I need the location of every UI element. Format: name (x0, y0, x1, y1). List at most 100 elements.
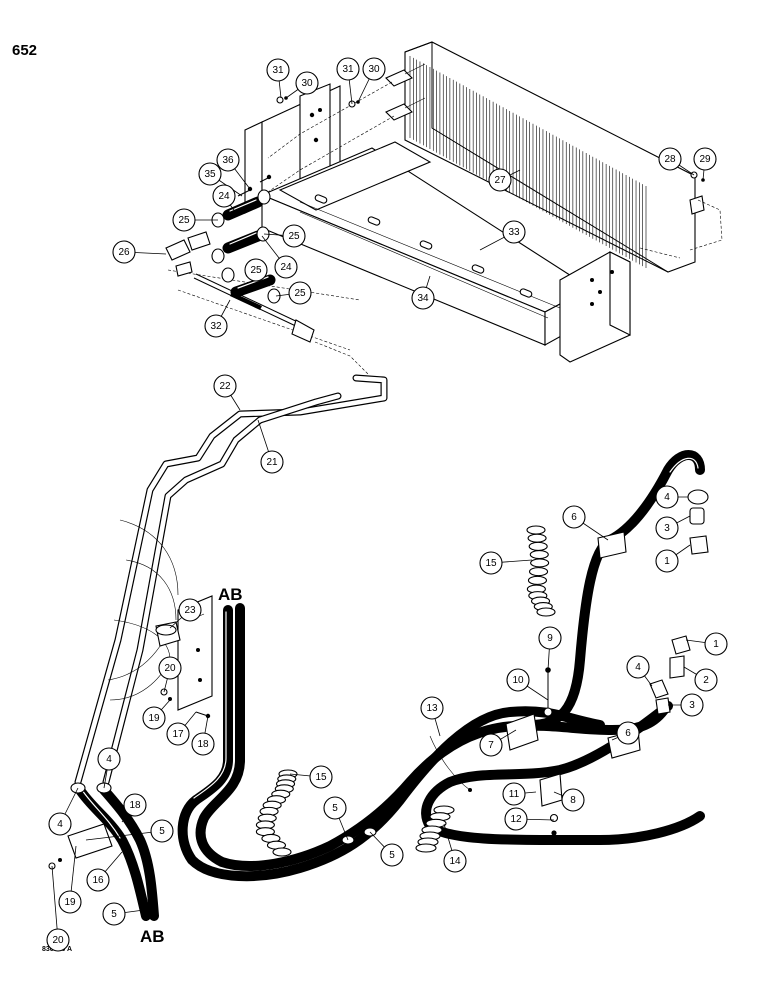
callout-4-lower-left-b[interactable]: 4 (48, 812, 72, 836)
callout-36[interactable]: 36 (216, 148, 240, 172)
callout-5-center-a[interactable]: 5 (323, 796, 347, 820)
callout-5-center-b[interactable]: 5 (380, 843, 404, 867)
callout-26[interactable]: 26 (112, 240, 136, 264)
callout-number: 24 (280, 262, 292, 273)
callout-9[interactable]: 9 (538, 626, 562, 650)
callout-35[interactable]: 35 (198, 162, 222, 186)
callout-25-left[interactable]: 25 (172, 208, 196, 232)
callout-top-left-31[interactable]: 31 (266, 58, 290, 82)
hose-b (195, 603, 669, 871)
hose-support-bracket (48, 823, 113, 870)
fitting-4b (649, 679, 669, 699)
callout-number: 21 (266, 457, 278, 468)
callout-number: 20 (52, 935, 64, 946)
callout-15-upper[interactable]: 15 (479, 551, 503, 575)
right-bracket (559, 251, 631, 363)
callout-14[interactable]: 14 (443, 849, 467, 873)
callout-15-lower[interactable]: 15 (309, 765, 333, 789)
callout-4-lower-left[interactable]: 4 (97, 747, 121, 771)
callout-1-upper-right[interactable]: 1 (655, 549, 679, 573)
hose-clamp (221, 267, 235, 283)
callout-top-mid-31[interactable]: 31 (336, 57, 360, 81)
callout-number: 1 (664, 556, 670, 567)
callout-top-left-30[interactable]: 30 (295, 71, 319, 95)
elbow-fitting (165, 239, 191, 261)
callout-4-mid-right[interactable]: 4 (626, 655, 650, 679)
washer (543, 707, 553, 717)
callout-6-lower[interactable]: 6 (616, 721, 640, 745)
callout-2[interactable]: 2 (694, 668, 718, 692)
callout-number: 13 (426, 703, 438, 714)
bracket-8 (539, 773, 563, 807)
callout-16[interactable]: 16 (86, 868, 110, 892)
callout-25-right-lower[interactable]: 25 (288, 281, 312, 305)
callout-28[interactable]: 28 (658, 147, 682, 171)
double-clamp (505, 713, 539, 751)
cooler-core (404, 41, 696, 273)
callout-number: 31 (272, 65, 284, 76)
callout-19-upper[interactable]: 19 (142, 706, 166, 730)
callout-29[interactable]: 29 (693, 147, 717, 171)
callout-number: 17 (172, 729, 184, 740)
callout-8[interactable]: 8 (561, 788, 585, 812)
callout-20-lower[interactable]: 20 (46, 928, 70, 952)
callout-22[interactable]: 22 (213, 374, 237, 398)
callout-number: 11 (509, 789, 520, 800)
callout-20-upper[interactable]: 20 (158, 656, 182, 680)
callout-33[interactable]: 33 (502, 220, 526, 244)
callout-18-upper[interactable]: 18 (191, 732, 215, 756)
callout-27[interactable]: 27 (488, 168, 512, 192)
slot (471, 264, 485, 274)
callout-5-left-lower[interactable]: 5 (102, 902, 126, 926)
callout-24-upper[interactable]: 24 (212, 184, 236, 208)
callout-21[interactable]: 21 (260, 450, 284, 474)
callout-top-mid-30[interactable]: 30 (362, 57, 386, 81)
callout-25-mid[interactable]: 25 (244, 258, 268, 282)
fitting-2 (669, 655, 685, 679)
callout-3-mid-right[interactable]: 3 (680, 693, 704, 717)
callout-number: 14 (449, 856, 461, 867)
cooler-inlet-fittings (385, 63, 705, 215)
fitting-3b (655, 697, 671, 715)
slot (367, 216, 381, 226)
callout-23[interactable]: 23 (178, 598, 202, 622)
callout-number: 36 (222, 155, 234, 166)
callout-34[interactable]: 34 (411, 286, 435, 310)
callout-number: 19 (64, 897, 76, 908)
callout-number: 23 (184, 605, 196, 616)
callout-17[interactable]: 17 (166, 722, 190, 746)
callout-25-right-upper[interactable]: 25 (282, 224, 306, 248)
callout-number: 12 (510, 814, 522, 825)
callout-number: 10 (512, 675, 524, 686)
callout-number: 24 (218, 191, 230, 202)
callout-32[interactable]: 32 (204, 314, 228, 338)
callout-6-upper[interactable]: 6 (562, 505, 586, 529)
tube-sleeve (230, 292, 262, 310)
page-number: 652 (12, 42, 38, 59)
callout-12[interactable]: 12 (504, 807, 528, 831)
spiral-coil (415, 843, 437, 853)
fitting-1b (671, 635, 691, 655)
hose-lower-right (421, 701, 705, 846)
callout-number: 4 (106, 754, 112, 765)
callout-24-lower[interactable]: 24 (274, 255, 298, 279)
callout-11[interactable]: 11 (502, 782, 526, 806)
spiral-wrap-short (415, 805, 455, 853)
callout-number: 7 (488, 740, 494, 751)
callout-1-mid-right[interactable]: 1 (704, 632, 728, 656)
callout-3-upper-right[interactable]: 3 (655, 516, 679, 540)
callout-19-lower[interactable]: 19 (58, 890, 82, 914)
slot (314, 194, 328, 204)
callout-number: 31 (342, 64, 354, 75)
callout-number: 20 (164, 663, 176, 674)
callout-number: 25 (178, 215, 190, 226)
cooler-hose-fittings (165, 96, 705, 343)
callout-7[interactable]: 7 (479, 733, 503, 757)
callout-13[interactable]: 13 (420, 696, 444, 720)
callout-5-left-upper[interactable]: 5 (150, 819, 174, 843)
callout-10[interactable]: 10 (506, 668, 530, 692)
callout-18-lower[interactable]: 18 (123, 793, 147, 817)
callout-number: 32 (210, 321, 222, 332)
callout-4-upper-right[interactable]: 4 (655, 485, 679, 509)
